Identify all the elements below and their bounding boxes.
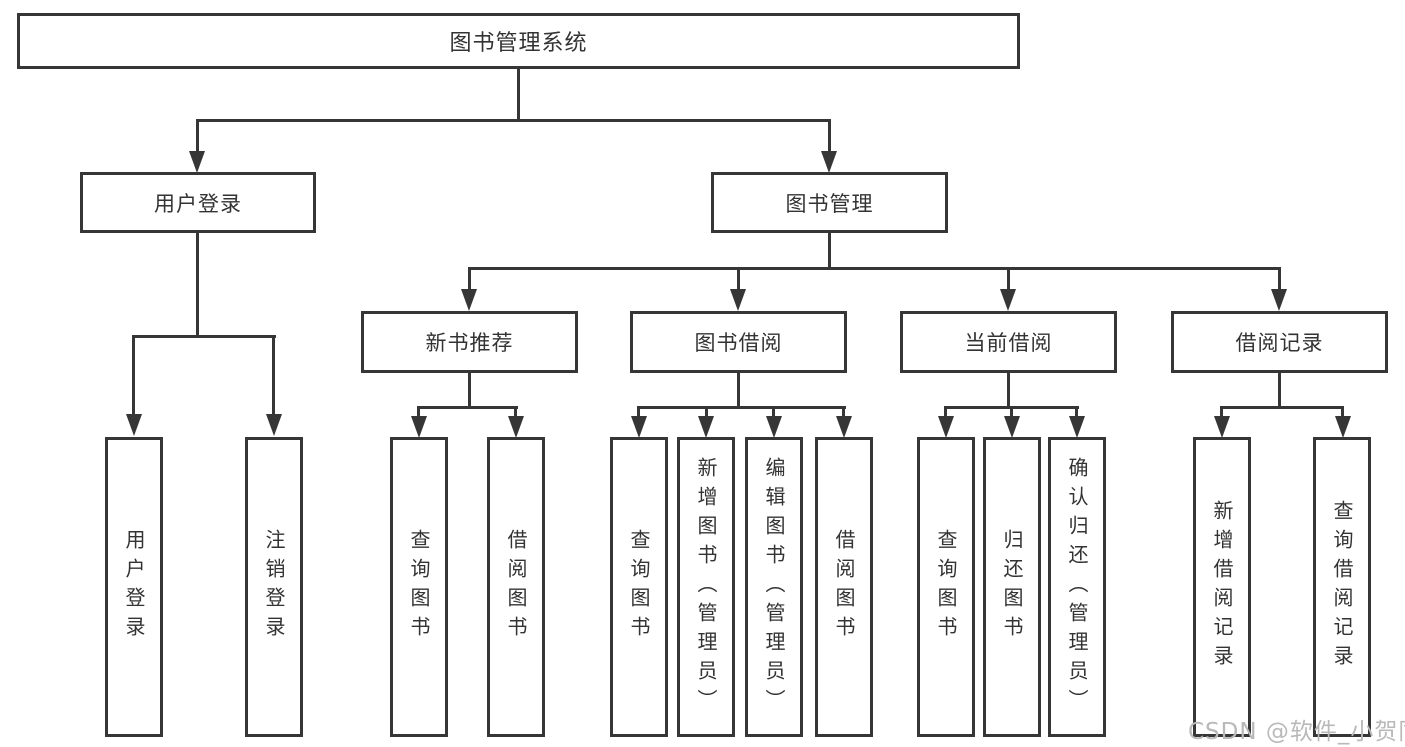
arrow-down-icon	[938, 416, 954, 438]
connector-vline	[272, 335, 275, 416]
connector-vline	[417, 406, 420, 418]
leaf-confirm-return-admin: 确认归还（管理员）	[1048, 437, 1106, 737]
leaf-add-borrow-record: 新增借阅记录	[1193, 437, 1251, 737]
arrow-down-icon	[631, 416, 647, 438]
node-root: 图书管理系统	[17, 13, 1020, 69]
connector-hline	[1221, 406, 1344, 409]
leaf-query-borrow-record: 查询借阅记录	[1313, 437, 1371, 737]
connector-vline	[1341, 406, 1344, 418]
leaf-query-books-borrow: 查询图书	[610, 437, 668, 737]
connector-hline	[418, 406, 518, 409]
arrow-down-icon	[189, 151, 205, 173]
node-book-borrow: 图书借阅	[630, 311, 847, 373]
leaf-logout: 注销登录	[245, 437, 303, 737]
connector-hline	[196, 119, 831, 122]
leaf-query-books-recommend: 查询图书	[390, 437, 448, 737]
arrow-down-icon	[821, 151, 837, 173]
connector-vline	[132, 335, 135, 416]
connector-vline	[737, 267, 740, 291]
leaf-user-login: 用户登录	[105, 437, 163, 737]
connector-hline	[133, 335, 276, 338]
connector-vline	[468, 373, 471, 409]
connector-vline	[468, 267, 471, 291]
connector-vline	[196, 233, 199, 338]
connector-vline	[842, 406, 845, 418]
node-borrow-records: 借阅记录	[1171, 311, 1388, 373]
arrow-down-icon	[266, 414, 282, 436]
leaf-edit-books-admin: 编辑图书（管理员）	[745, 437, 803, 737]
connector-vline	[1075, 406, 1078, 418]
leaf-borrow-books: 借阅图书	[815, 437, 873, 737]
connector-vline	[1278, 267, 1281, 291]
connector-hline	[638, 406, 846, 409]
connector-hline	[468, 267, 1281, 270]
connector-vline	[944, 406, 947, 418]
connector-vline	[1010, 406, 1013, 418]
leaf-add-books-admin: 新增图书（管理员）	[677, 437, 735, 737]
leaf-borrow-books-recommend: 借阅图书	[487, 437, 545, 737]
leaf-query-books-current: 查询图书	[917, 437, 975, 737]
arrow-down-icon	[411, 416, 427, 438]
connector-vline	[637, 406, 640, 418]
watermark: CSDN @软件_小贺同学	[1188, 719, 1405, 745]
connector-vline	[1007, 267, 1010, 291]
connector-vline	[514, 406, 517, 418]
leaf-return-books: 归还图书	[983, 437, 1041, 737]
arrow-down-icon	[836, 416, 852, 438]
arrow-down-icon	[1214, 416, 1230, 438]
node-current-borrow: 当前借阅	[900, 311, 1117, 373]
arrow-down-icon	[698, 416, 714, 438]
connector-vline	[828, 233, 831, 270]
arrow-down-icon	[1335, 416, 1351, 438]
arrow-down-icon	[766, 416, 782, 438]
arrow-down-icon	[1000, 289, 1016, 311]
connector-vline	[517, 69, 520, 122]
connector-vline	[196, 119, 199, 153]
arrow-down-icon	[1069, 416, 1085, 438]
arrow-down-icon	[508, 416, 524, 438]
arrow-down-icon	[126, 414, 142, 436]
connector-vline	[737, 373, 740, 409]
arrow-down-icon	[1004, 416, 1020, 438]
connector-vline	[1278, 373, 1281, 409]
arrow-down-icon	[730, 289, 746, 311]
arrow-down-icon	[461, 289, 477, 311]
node-new-book-recommend: 新书推荐	[361, 311, 578, 373]
connector-vline	[1220, 406, 1223, 418]
connector-vline	[1007, 373, 1010, 409]
connector-vline	[772, 406, 775, 418]
node-book-management: 图书管理	[711, 172, 948, 233]
node-user-login: 用户登录	[80, 172, 316, 233]
connector-vline	[705, 406, 708, 418]
connector-vline	[828, 119, 831, 153]
arrow-down-icon	[1271, 289, 1287, 311]
